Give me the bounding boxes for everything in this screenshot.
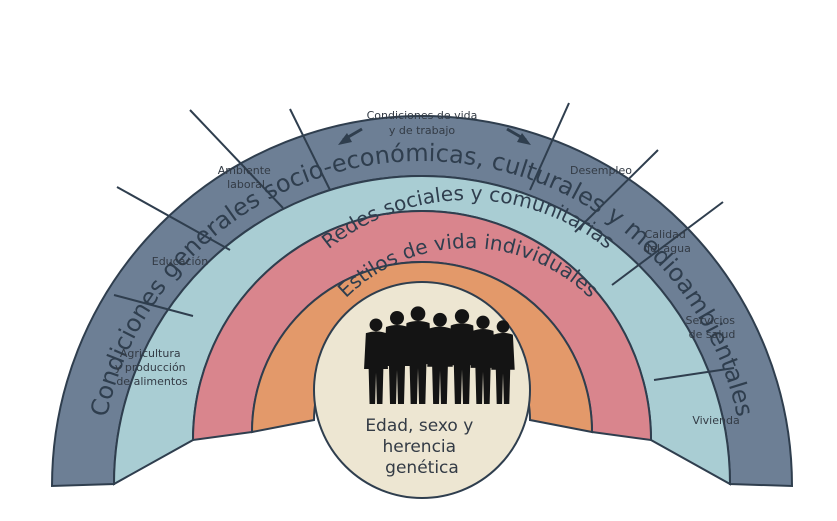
- sector-divider: [289, 108, 331, 191]
- sector-dividers: [113, 102, 735, 381]
- sector-ambiente-laboral: Ambiente laboral: [218, 164, 275, 191]
- sector-divider: [529, 102, 570, 191]
- sector-servicios-salud: Servicios de salud: [686, 314, 739, 341]
- sector-divider: [113, 294, 194, 317]
- sector-agricultura: Agricultura y producción de alimentos: [115, 347, 189, 388]
- person-silhouette: [470, 315, 496, 405]
- person-silhouette: [427, 312, 453, 404]
- arrow-right-icon: [506, 127, 531, 145]
- living-conditions-header-line-1: Condiciones de vida: [367, 109, 478, 122]
- person-silhouette: [448, 309, 476, 404]
- core-label: Edad, sexo y herencia genética: [365, 416, 478, 478]
- sector-divider: [189, 109, 284, 209]
- core-label-line-1: Edad, sexo y: [365, 416, 473, 436]
- sector-divider: [653, 367, 735, 381]
- sector-calidad-agua: Calidad del agua: [643, 228, 691, 255]
- living-conditions-header-line-2: y de trabajo: [389, 124, 456, 137]
- person-silhouette: [491, 320, 515, 404]
- core-label-line-2: herencia: [383, 437, 457, 457]
- person-silhouette: [404, 306, 432, 404]
- people-silhouette-icon: [364, 306, 515, 405]
- sector-divider: [611, 201, 724, 286]
- living-conditions-header: Condiciones de vida y de trabajo: [338, 109, 531, 145]
- person-silhouette: [384, 311, 410, 404]
- sector-vivienda: Vivienda: [692, 414, 739, 427]
- sector-desempleo: Desempleo: [570, 164, 632, 177]
- person-silhouette: [364, 318, 388, 404]
- sector-divider: [116, 186, 231, 251]
- sector-educacion: Educación: [152, 255, 209, 268]
- sector-divider: [574, 149, 659, 233]
- arrow-left-icon: [338, 127, 363, 145]
- living-conditions-sectors: Agricultura y producción de alimentos Ed…: [115, 164, 740, 427]
- core-label-line-3: genética: [385, 458, 459, 478]
